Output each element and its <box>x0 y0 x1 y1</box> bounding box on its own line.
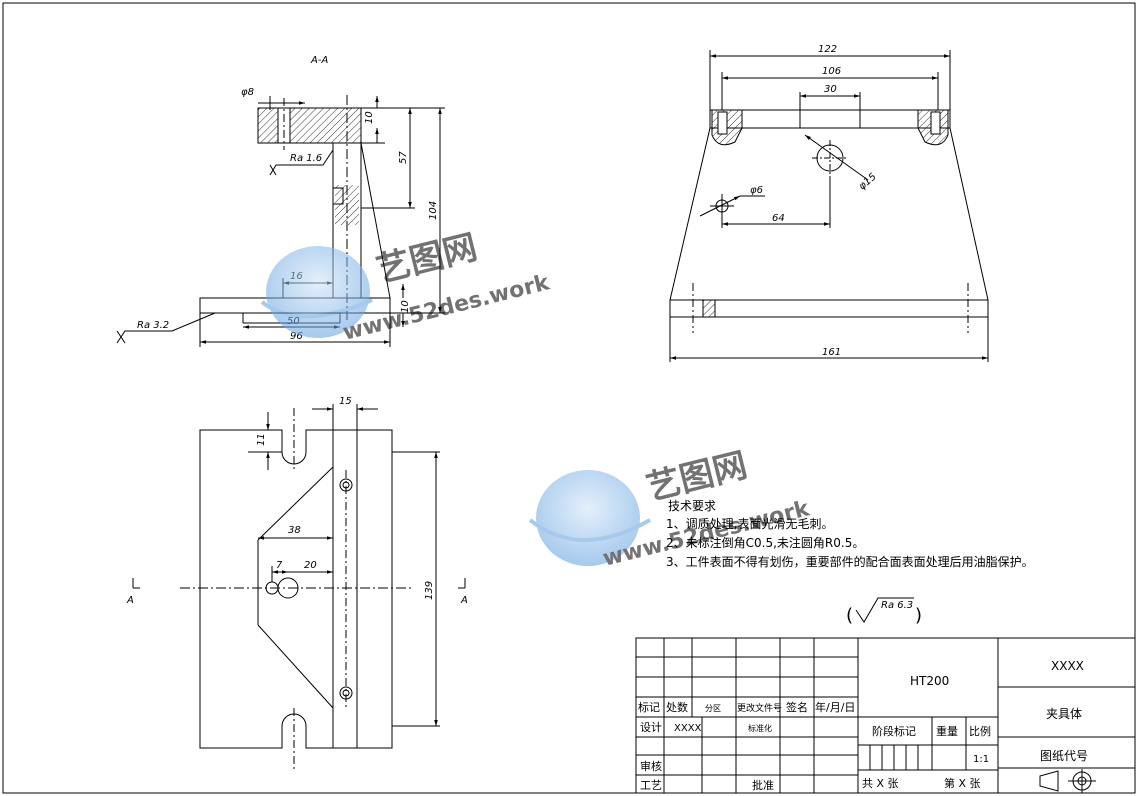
tb-scale-value: 1:1 <box>973 754 989 765</box>
technical-notes: 技术要求 1、调质处理,表面光滑无毛刺。 2、未标注倒角C0.5,未注圆角R0.… <box>666 499 1034 569</box>
watermark-brand-1: 艺图网 <box>373 227 482 290</box>
svg-text:): ) <box>915 605 922 626</box>
dim-96: 96 <box>290 331 303 342</box>
section-view-a-a: A-A <box>116 55 445 347</box>
dim-30: 30 <box>824 84 837 95</box>
dim-10-top: 10 <box>364 111 375 124</box>
tb-review: 审核 <box>640 759 662 773</box>
dim-139: 139 <box>424 581 435 600</box>
tb-count: 处数 <box>666 701 688 714</box>
watermark-1: 艺图网 www.52des.work <box>260 227 553 346</box>
side-view <box>669 50 989 362</box>
watermark-url-1: www.52des.work <box>340 270 553 346</box>
tb-sheet-no: 第 X 张 <box>944 776 981 790</box>
tb-zone: 分区 <box>705 704 721 713</box>
dim-57: 57 <box>398 151 409 164</box>
tb-process: 工艺 <box>640 779 662 792</box>
roughness-ra63: Ra 6.3 <box>881 600 913 611</box>
tb-designer: XXXX <box>674 723 702 734</box>
tb-company: XXXX <box>1051 659 1084 673</box>
notes-line-1: 1、调质处理,表面光滑无毛刺。 <box>666 517 833 531</box>
plan-view <box>132 404 466 770</box>
plan-view-dims: 15 11 38 7 20 139 A A <box>126 396 468 606</box>
tb-change-doc: 更改文件号 <box>737 702 782 714</box>
dim-7: 7 <box>276 560 283 571</box>
tb-sign: 签名 <box>786 700 808 714</box>
tb-mark: 标记 <box>638 700 660 714</box>
notes-title: 技术要求 <box>668 499 716 513</box>
notes-line-3: 3、工件表面不得有划伤，重要部件的配合面表面处理后用油脂保护。 <box>666 554 1034 569</box>
tb-material: HT200 <box>910 674 949 688</box>
tb-weight: 重量 <box>936 724 958 738</box>
tb-part-name: 夹具体 <box>1046 707 1082 721</box>
tb-scale-label: 比例 <box>969 724 991 738</box>
dim-106: 106 <box>822 66 841 77</box>
roughness-ra16: Ra 1.6 <box>290 153 322 164</box>
section-title: A-A <box>310 55 328 66</box>
dim-104: 104 <box>428 201 439 220</box>
dim-64: 64 <box>772 213 785 224</box>
dim-phi8: φ8 <box>241 87 254 98</box>
dim-38: 38 <box>288 525 301 536</box>
dim-phi6: φ6 <box>750 185 763 196</box>
dim-15: 15 <box>339 396 352 407</box>
section-marker-left: A <box>126 595 134 606</box>
tb-stage-mark: 阶段标记 <box>872 724 916 738</box>
section-marker-right: A <box>460 595 468 606</box>
tb-date: 年/月/日 <box>815 700 855 714</box>
dim-122: 122 <box>818 44 837 55</box>
tb-standardize: 标准化 <box>748 723 772 733</box>
tb-approve: 批准 <box>752 778 774 792</box>
side-view-dims: 122 106 30 φ15 φ6 64 161 <box>750 44 879 358</box>
tb-design: 设计 <box>640 721 662 734</box>
dim-161: 161 <box>822 347 841 358</box>
general-roughness: ( ) <box>846 597 922 626</box>
notes-line-2: 2、未标注倒角C0.5,未注圆角R0.5。 <box>666 535 864 550</box>
title-block <box>635 637 1136 794</box>
dim-10-base: 10 <box>400 300 411 313</box>
tb-total-sheets: 共 X 张 <box>862 777 899 790</box>
dim-20: 20 <box>304 560 317 571</box>
roughness-ra32: Ra 3.2 <box>137 320 169 331</box>
dim-11: 11 <box>256 433 267 446</box>
title-block-text: 标记 处数 分区 更改文件号 签名 年/月/日 设计 XXXX 标准化 审核 工… <box>638 659 1088 792</box>
tb-drawing-no: 图纸代号 <box>1040 749 1088 763</box>
svg-text:(: ( <box>846 605 853 626</box>
